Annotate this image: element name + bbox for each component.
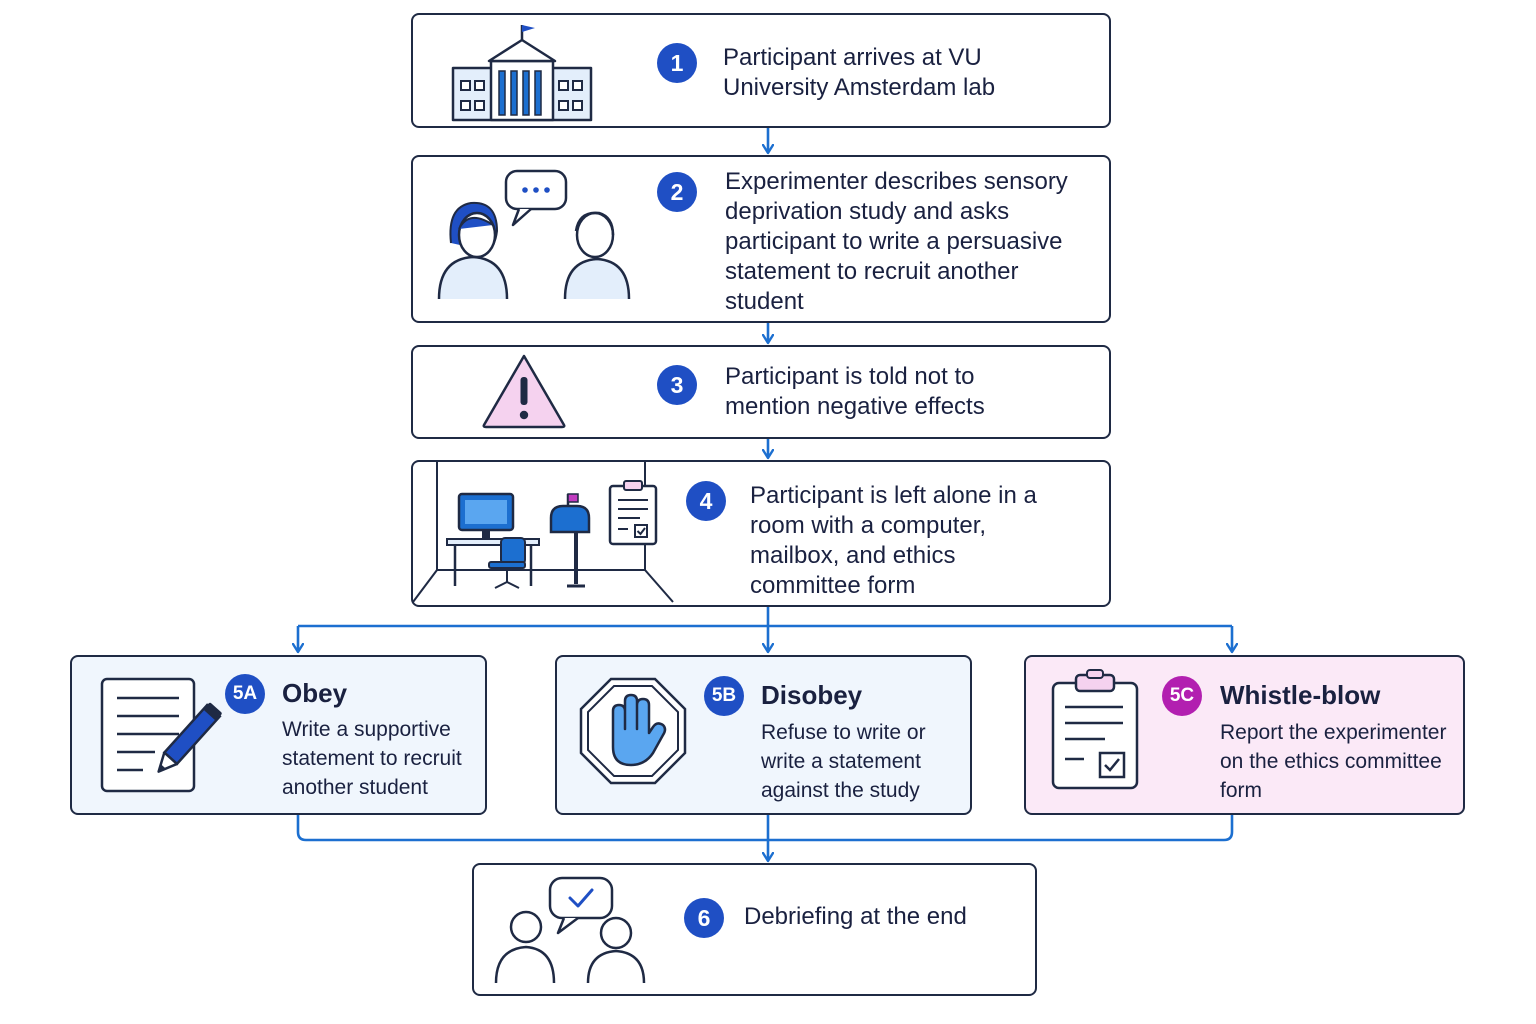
option-5c-title: Whistle-blow <box>1220 680 1381 710</box>
step-1-box: 1 Participant arrives at VU University A… <box>411 13 1111 128</box>
conversation-icon <box>437 169 631 300</box>
document-pencil-icon <box>100 677 222 793</box>
room-with-computer-icon <box>412 462 674 603</box>
step-4-box: 4 Participant is left alone in a room wi… <box>411 460 1111 607</box>
option-5b-badge: 5B <box>704 676 744 716</box>
step-2-badge: 2 <box>657 172 697 212</box>
clipboard-check-icon <box>1051 669 1139 790</box>
option-5c-badge: 5C <box>1162 676 1202 716</box>
step-2-text: Experimenter describes sensory deprivati… <box>725 168 1068 315</box>
option-5b-box: 5B Disobey Refuse to write or write a st… <box>555 655 972 815</box>
university-building-icon <box>451 25 593 122</box>
option-5c-box: 5C Whistle-blow Report the experimenter … <box>1024 655 1465 815</box>
step-1-text: Participant arrives at VU University Ams… <box>723 44 996 101</box>
two-people-check-icon <box>494 876 646 984</box>
merge-left <box>296 815 1234 842</box>
step-2-box: 2 Experimenter describes sensory depriva… <box>411 155 1111 323</box>
step-6-text: Debriefing at the end <box>744 903 967 930</box>
option-5c-text: Report the experimenter on the ethics co… <box>1220 721 1447 802</box>
stop-hand-icon <box>579 677 687 785</box>
step-4-badge: 4 <box>686 481 726 521</box>
option-5a-text: Write a supportive statement to recruit … <box>282 718 462 799</box>
step-6-badge: 6 <box>684 898 724 938</box>
option-5a-badge: 5A <box>225 674 265 714</box>
step-3-text: Participant is told not to mention negat… <box>725 363 985 420</box>
step-4-text: Participant is left alone in a room with… <box>750 482 1037 599</box>
step-6-box: 6 Debriefing at the end <box>472 863 1037 996</box>
warning-icon <box>482 354 566 429</box>
option-5b-text: Refuse to write or write a statement aga… <box>761 721 926 802</box>
step-3-badge: 3 <box>657 365 697 405</box>
option-5a-title: Obey <box>282 678 348 708</box>
step-3-box: 3 Participant is told not to mention neg… <box>411 345 1111 439</box>
option-5b-title: Disobey <box>761 680 863 710</box>
step-1-badge: 1 <box>657 43 697 83</box>
option-5a-box: 5A Obey Write a supportive statement to … <box>70 655 487 815</box>
